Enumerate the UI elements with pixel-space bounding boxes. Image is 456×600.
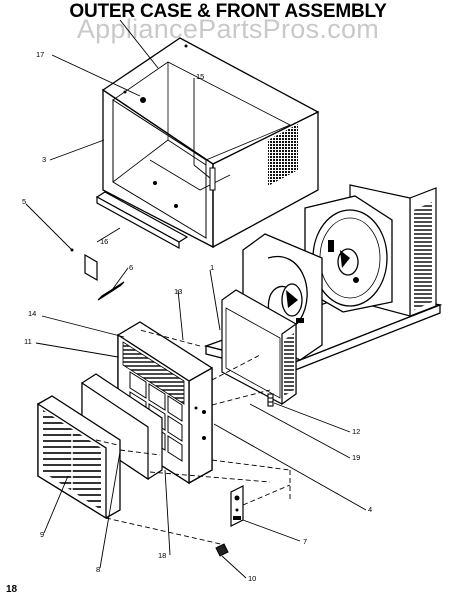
callouts: 17 3 15 5 16 6 13 1 14 11 12 19 4 7 10 1… xyxy=(22,50,372,583)
leader-lines xyxy=(25,19,367,579)
callout-10: 10 xyxy=(248,574,256,583)
callout-7: 7 xyxy=(303,537,307,546)
control-bracket xyxy=(230,485,244,527)
knob-part xyxy=(215,543,229,557)
callout-14: 14 xyxy=(28,309,36,318)
callout-3: 3 xyxy=(42,155,46,164)
callout-8: 8 xyxy=(96,565,100,574)
front-grille xyxy=(37,395,121,520)
page-number: 18 xyxy=(6,584,18,595)
evaporator-coil xyxy=(221,289,297,406)
clip-part xyxy=(70,248,98,282)
latch-strip xyxy=(97,281,125,301)
callout-9: 9 xyxy=(40,530,44,539)
spring-part xyxy=(267,393,274,407)
callout-4: 4 xyxy=(368,505,372,514)
callout-17: 17 xyxy=(36,50,44,59)
callout-18: 18 xyxy=(158,551,166,560)
outer-case xyxy=(101,37,320,249)
callout-1: 1 xyxy=(210,263,214,272)
assembly-lines xyxy=(95,329,291,546)
fan-shroud xyxy=(304,195,393,313)
callout-13: 13 xyxy=(174,287,182,296)
callout-5: 5 xyxy=(22,197,26,206)
callout-11: 11 xyxy=(24,337,32,346)
callout-12: 12 xyxy=(352,427,360,436)
callout-15: 15 xyxy=(196,72,204,81)
callout-19: 19 xyxy=(352,453,360,462)
callout-16: 16 xyxy=(100,237,108,246)
bottom-channel xyxy=(95,191,189,250)
diagram-title: OUTER CASE & FRONT ASSEMBLY xyxy=(69,1,387,22)
callout-6: 6 xyxy=(129,263,133,272)
